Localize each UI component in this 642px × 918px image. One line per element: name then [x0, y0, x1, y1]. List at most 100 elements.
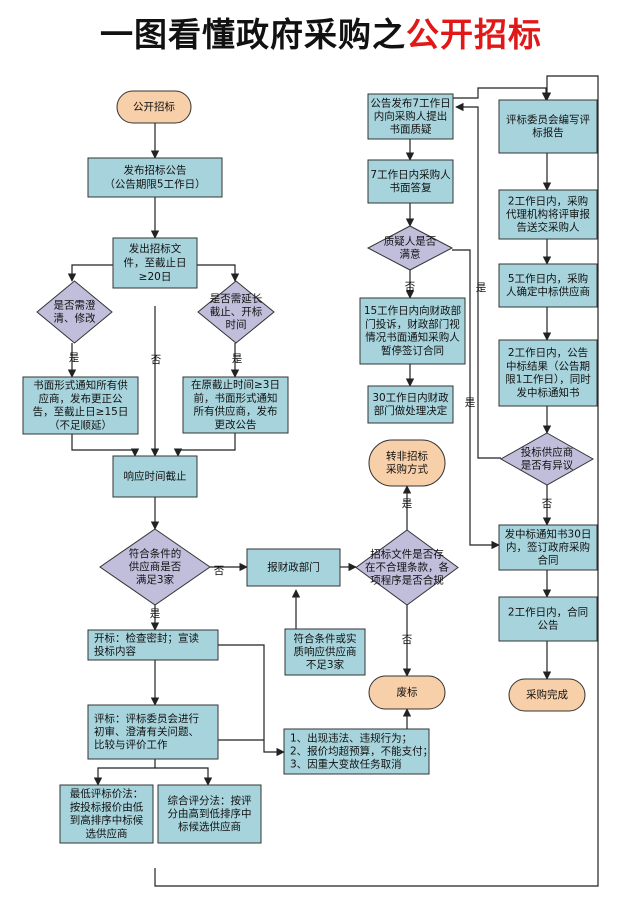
node-text-line: 代理机构将评审报	[506, 208, 590, 221]
node-text-line: 暂停签订合同	[381, 344, 444, 357]
node-text-line: 不足3家	[306, 658, 345, 671]
node-text-line: 告送交采购人	[517, 221, 580, 234]
node-text-line: （不足顺延）	[49, 419, 112, 431]
node-text-line: 2工作日内，公告	[508, 346, 588, 359]
node-text-line: 更改公告	[215, 418, 257, 431]
connector-line	[173, 433, 236, 457]
node-text-line: 项程序是否合规	[370, 574, 444, 587]
node-done: 采购完成	[508, 678, 586, 712]
node-text-line: 书面形式通知所有供	[33, 379, 128, 392]
node-text-line: 公告	[538, 619, 559, 632]
node-announce: 发布招标公告（公告期限5工作日）	[87, 157, 223, 198]
edge-label-no: 否	[214, 565, 225, 577]
node-text-line: 人确定中标供应商	[506, 285, 590, 298]
node-text-line: 书面答复	[390, 181, 432, 194]
node-text-line: 情况书面通知采购人	[365, 331, 460, 344]
node-text-line: 标候选供应商	[178, 820, 241, 833]
edge-label-yes: 是	[69, 352, 80, 364]
node-text-line: 最低评标价法：	[70, 787, 144, 800]
node-text-line: 到高排序中标候	[70, 814, 144, 827]
node-text-line: 前，书面形式通知	[194, 391, 278, 404]
edge-label-no: 否	[542, 498, 553, 510]
node-start: 公开招标	[116, 90, 192, 124]
node-text-line: 按投标报价由低	[70, 800, 144, 813]
node-text-line: 评标委员会编写评	[506, 113, 590, 126]
connector-line	[71, 434, 140, 457]
node-text-line: 供应商是否	[129, 560, 182, 573]
node-text-line: 是否需延长	[210, 293, 263, 305]
node-text-line: 投标内容	[94, 645, 136, 658]
node-void-reasons: 1、出现违法、违规行为；2、报价均超预算，不能支付；3、因重大变故任务取消	[283, 728, 433, 775]
edge-label-yes: 是	[465, 397, 476, 409]
node-text-line: 门投诉，财政部门视	[365, 317, 460, 330]
node-text-line: 转非招标	[386, 449, 428, 462]
node-text-line: 告，至截止日≥15日	[33, 405, 129, 418]
connectors	[67, 75, 599, 887]
node-text-line: 5工作日内，采购	[508, 272, 588, 285]
node-text-line: 内向采购人提出	[374, 110, 448, 123]
node-text-line: 响应时间截止	[124, 470, 187, 483]
node-text-line: 发中标通知书	[517, 386, 580, 399]
node-text-line: 在不合理条款，各	[365, 561, 449, 574]
node-text-line: 评标：评标委员会进行	[94, 712, 199, 725]
connector-line	[263, 683, 285, 757]
node-text-line: 发布招标公告	[124, 164, 187, 177]
connector-line	[155, 767, 213, 786]
connector-line	[93, 759, 156, 786]
node-report-finance: 报财政部门	[246, 548, 341, 587]
node-text-line: 综合评分法：按评	[168, 794, 252, 807]
connector-line	[455, 102, 501, 459]
node-deadline: 响应时间截止	[112, 455, 198, 498]
node-text-line: （公告期限5工作日）	[104, 177, 205, 190]
node-text-line: 限1工作日），同时	[505, 374, 591, 386]
connector-line	[452, 249, 500, 550]
node-text-line: 是否需澄	[54, 298, 96, 311]
node-text-line: 投标供应商	[521, 445, 574, 458]
node-text-line: 满意	[400, 248, 421, 261]
node-text-line: 采购方式	[386, 463, 428, 476]
node-text-line: 选供应商	[86, 827, 128, 840]
edge-label-no: 否	[402, 634, 413, 646]
node-text-line: 符合条件或实	[294, 632, 357, 645]
node-text-line: 符合条件的	[129, 547, 182, 560]
connector-line	[453, 87, 551, 101]
node-text-line: 件，至截止日	[124, 256, 187, 269]
node-text-line: 合同	[538, 554, 559, 567]
node-text-line: 应商，发布更正公	[39, 392, 123, 405]
node-text-line: 报财政部门	[267, 561, 320, 574]
node-text-line: 质疑人是否	[384, 235, 437, 247]
node-void: 废标	[368, 675, 446, 710]
node-text-line: 发中标通知书30日	[505, 527, 592, 540]
node-text-line: 标报告	[532, 126, 564, 139]
node-text-line: 招标文件是否存	[370, 547, 444, 560]
connector-line	[154, 75, 599, 887]
edge-label-yes: 是	[476, 282, 487, 294]
edge-label-no: 否	[405, 281, 416, 293]
edge-label-yes: 是	[232, 353, 243, 365]
node-text-line: 分由高到低排序中	[168, 807, 252, 820]
node-text-line: 质响应供应商	[294, 645, 357, 658]
connector-line	[218, 644, 265, 683]
node-text-line: 中标结果（公告期	[506, 359, 590, 372]
node-text-line: 2、报价均超预算，不能支付；	[290, 745, 433, 758]
